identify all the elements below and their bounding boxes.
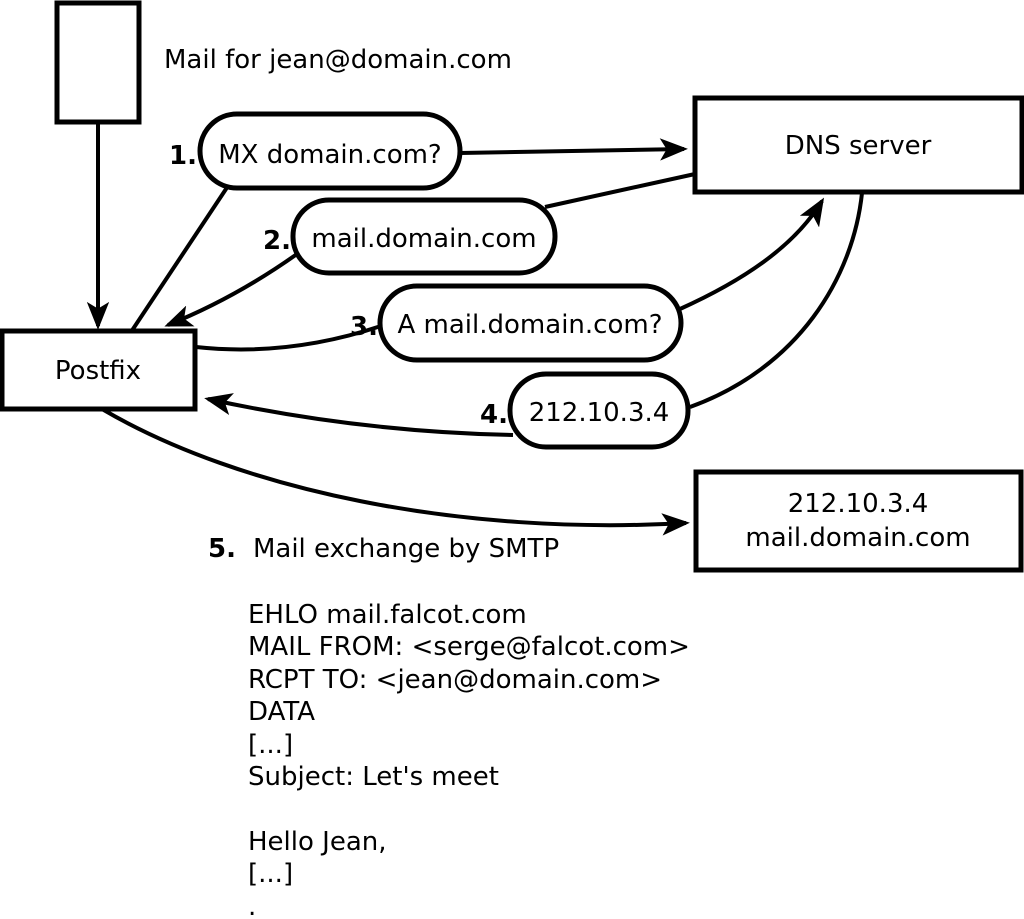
query1-label: MX domain.com?: [218, 140, 441, 170]
dns-server-label: DNS server: [785, 131, 932, 161]
query3-pill: [377, 283, 684, 363]
smtp-line: RCPT TO: <jean@domain.com>: [248, 664, 663, 695]
answer2-pill: [290, 197, 558, 276]
smtp-line: MAIL FROM: <serge@falcot.com>: [248, 632, 690, 663]
step3-number: 3.: [350, 312, 378, 342]
edge-dns-to-answer4: [689, 192, 864, 409]
mailserver-host-label: mail.domain.com: [745, 523, 970, 553]
smtp-line: Subject: Let's meet: [248, 761, 499, 792]
edge-postfix-to-mailserver: [100, 407, 690, 536]
edge-answer2-to-postfix: [164, 252, 299, 327]
postfix-label: Postfix: [55, 356, 141, 386]
answer4-label: 212.10.3.4: [529, 398, 670, 428]
step1-number: 1.: [169, 141, 197, 171]
edge-query1-to-dns: [459, 138, 688, 161]
edge-dns-to-answer2: [544, 172, 696, 209]
smtp-line-terminator: .: [248, 891, 257, 919]
edge-postfix-to-query3: [195, 324, 382, 352]
step4-number: 4.: [480, 400, 508, 430]
mail-envelope-icon: [54, 0, 142, 125]
query1-pill: [197, 111, 463, 191]
answer2-label: mail.domain.com: [311, 224, 536, 254]
edge-answer4-to-postfix: [204, 393, 514, 437]
smtp-line: EHLO mail.falcot.com: [248, 600, 527, 630]
edge-postfix-to-query1: [129, 184, 230, 334]
query3-label: A mail.domain.com?: [398, 310, 663, 340]
step5-text: Mail exchange by SMTP: [252, 534, 560, 564]
dns-server-node: [692, 95, 1024, 195]
smtp-line: Hello Jean,: [248, 826, 387, 857]
step5-label: 5. Mail exchange by SMTP: [208, 536, 559, 562]
diagram-caption: Mail for jean@domain.com: [164, 45, 512, 75]
step2-number: 2.: [263, 226, 291, 256]
smtp-transcript: EHLO mail.falcot.com MAIL FROM: <serge@f…: [248, 599, 690, 919]
smtp-line-blank: [248, 793, 690, 825]
edge-query3-to-dns: [679, 197, 825, 311]
answer4-pill: [507, 371, 691, 450]
step5-number: 5.: [208, 534, 236, 564]
postfix-node: [0, 328, 198, 412]
smtp-line: [...]: [248, 859, 294, 890]
mailserver-ip-label: 212.10.3.4: [788, 489, 929, 519]
smtp-line: DATA: [248, 697, 315, 728]
mailserver-node: [693, 469, 1024, 573]
smtp-line: [...]: [248, 729, 294, 760]
